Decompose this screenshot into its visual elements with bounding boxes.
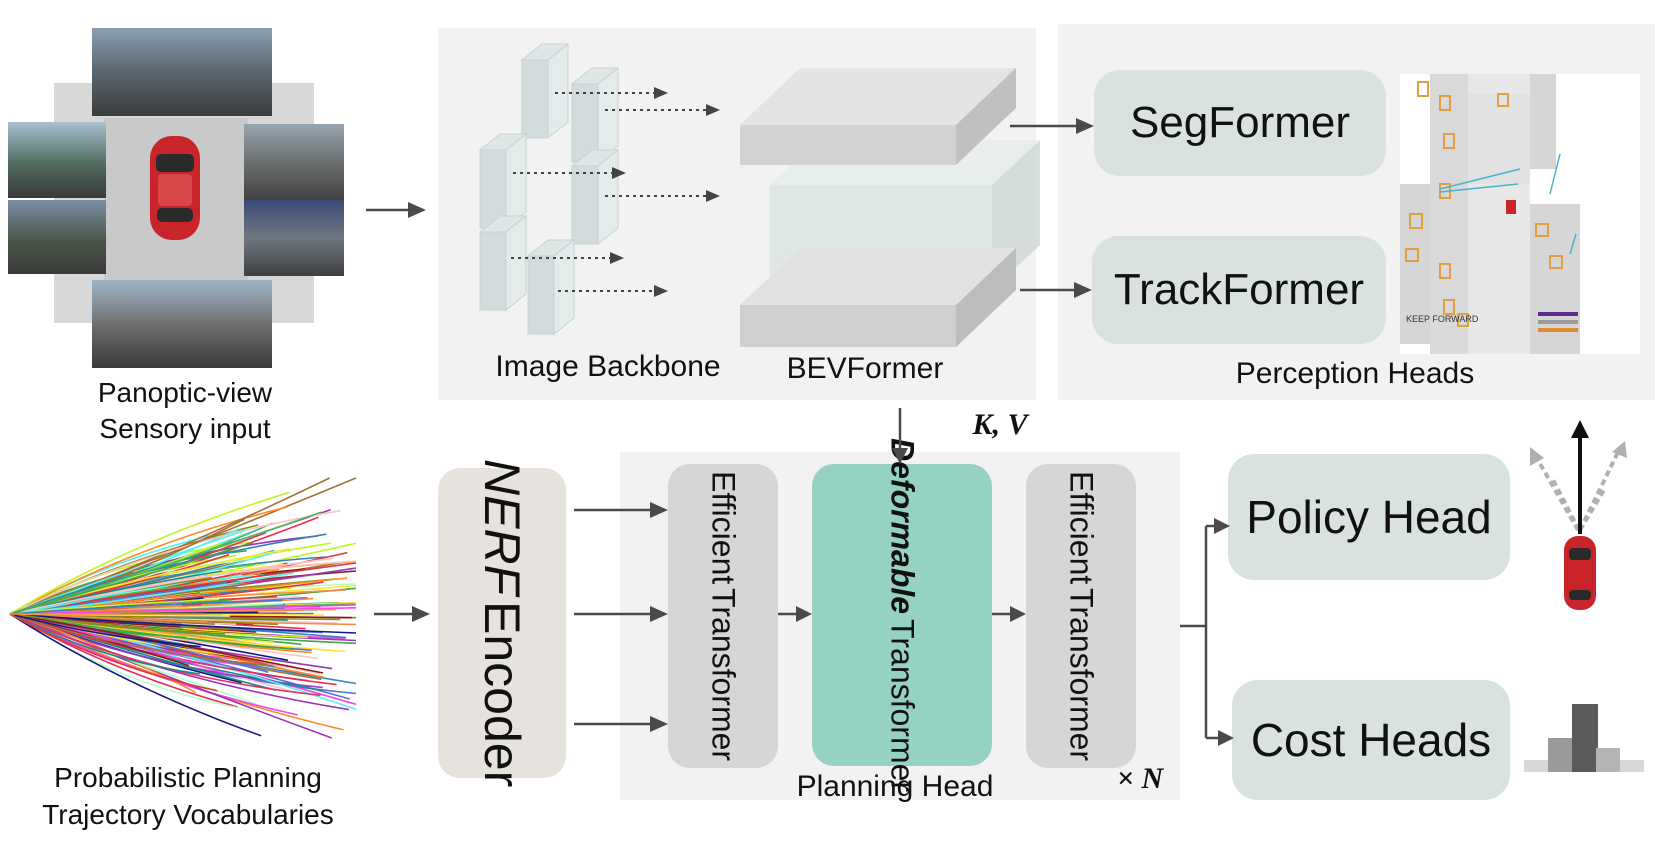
segformer-label: SegFormer (1129, 98, 1351, 147)
image-backbone-label: Image Backbone (495, 350, 721, 383)
planning-head-caption: Planning Head (796, 770, 994, 803)
deformable-transformer: Deformable Transformer (812, 438, 992, 792)
camera-view-icon (92, 280, 272, 368)
car-icon (1564, 536, 1596, 610)
nerf-encoder-box: NERF Encoder (438, 459, 566, 787)
vocab-caption-line1: Probabilistic Planning (54, 762, 322, 793)
histogram-icon (1524, 704, 1644, 772)
kv-label: K, V (972, 408, 1028, 441)
bevformer-label: BEVFormer (786, 352, 944, 385)
eff1-line2: Transformer (705, 588, 742, 762)
trackformer-label: TrackFormer (1113, 265, 1365, 314)
perception-heads-caption: Perception Heads (1235, 357, 1475, 390)
camera-view-icon (8, 122, 106, 198)
policy-arrows-icon (1530, 420, 1627, 610)
cost-heads-box: Cost Heads (1232, 680, 1510, 800)
sensory-caption-line2: Sensory input (99, 413, 271, 444)
sensory-caption-line1: Panoptic-view (97, 377, 273, 408)
camera-view-icon (244, 200, 344, 276)
efficient-transformer-2: Efficient Transformer (1026, 464, 1136, 768)
camera-view-icon (8, 200, 106, 274)
sensory-input-mosaic (6, 28, 344, 368)
segformer-box: SegFormer (1094, 70, 1386, 176)
policy-head-label: Policy Head (1246, 491, 1492, 543)
eff2-line2: Transformer (1063, 588, 1100, 762)
nerf-encoder-line1: NERF (474, 458, 530, 595)
trackformer-box: TrackFormer (1092, 236, 1386, 344)
efficient-transformer-1: Efficient Transformer (668, 464, 778, 768)
cost-heads-label: Cost Heads (1250, 714, 1492, 766)
deform-line2: Transformer (884, 618, 921, 792)
deform-line1: Deformable (884, 438, 921, 615)
bev-map-icon: KEEP FORWARD (1400, 74, 1640, 354)
map-text: KEEP FORWARD (1406, 314, 1479, 324)
nerf-encoder-line2: Encoder (474, 600, 530, 788)
eff2-line1: Efficient (1063, 470, 1100, 585)
vocab-caption-line2: Trajectory Vocabularies (42, 799, 334, 830)
policy-head-box: Policy Head (1228, 454, 1510, 580)
car-icon (150, 136, 200, 240)
camera-view-icon (92, 28, 272, 116)
eff1-line1: Efficient (705, 470, 742, 585)
camera-view-icon (244, 124, 344, 200)
repeat-n-label: × N (1116, 762, 1164, 795)
